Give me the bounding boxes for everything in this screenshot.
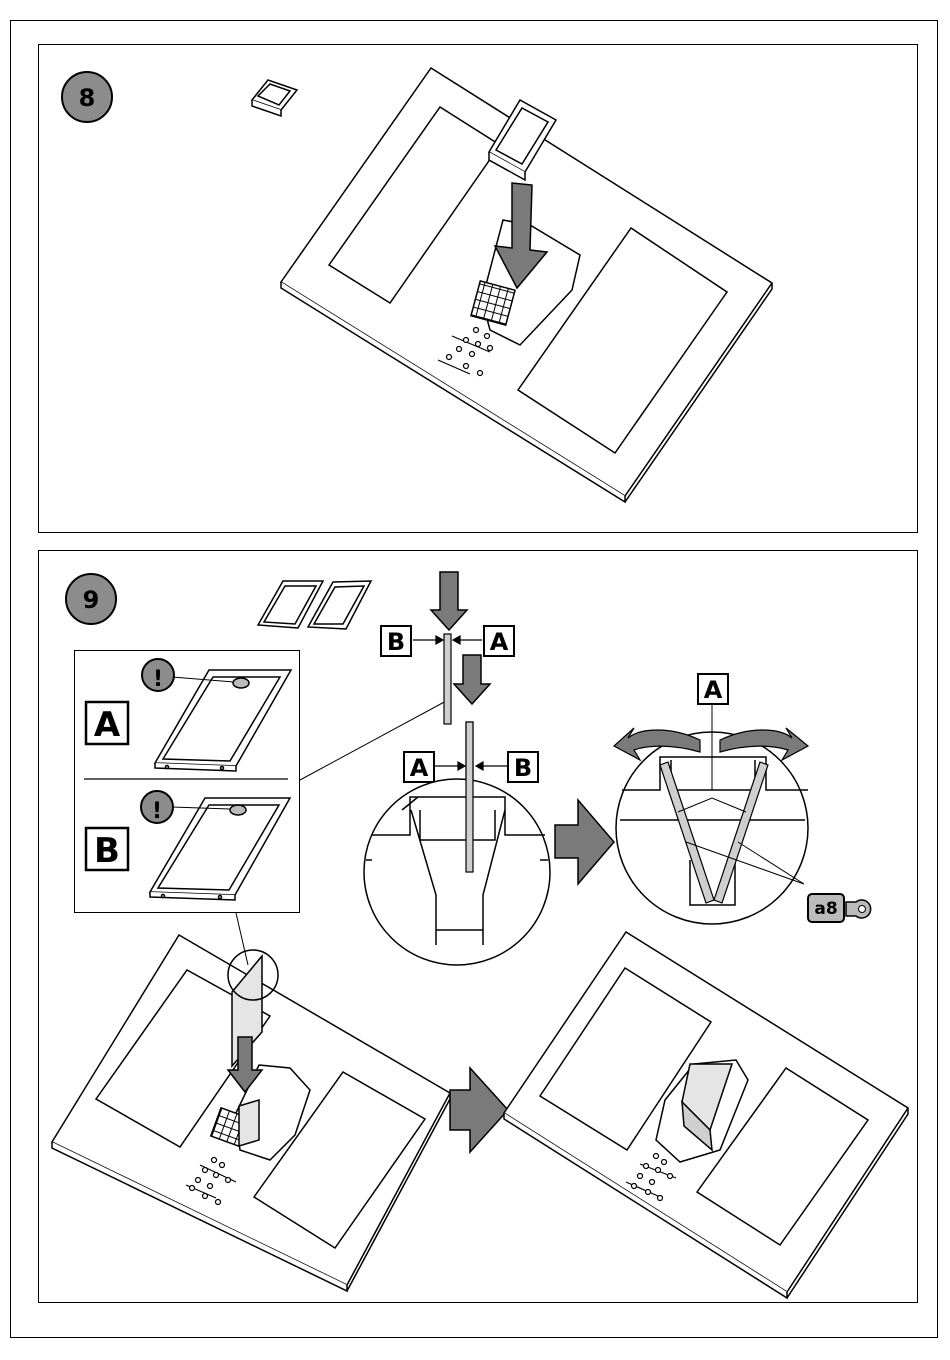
filter-a-box: A <box>86 702 128 745</box>
filter-a-panel <box>155 670 291 771</box>
exclamation-icon: ! <box>152 799 162 824</box>
filter-b-box: B <box>86 828 128 871</box>
exclamation-icon: ! <box>153 667 163 692</box>
filter-a-label: A <box>94 705 121 745</box>
filter-b-label: B <box>94 831 120 871</box>
